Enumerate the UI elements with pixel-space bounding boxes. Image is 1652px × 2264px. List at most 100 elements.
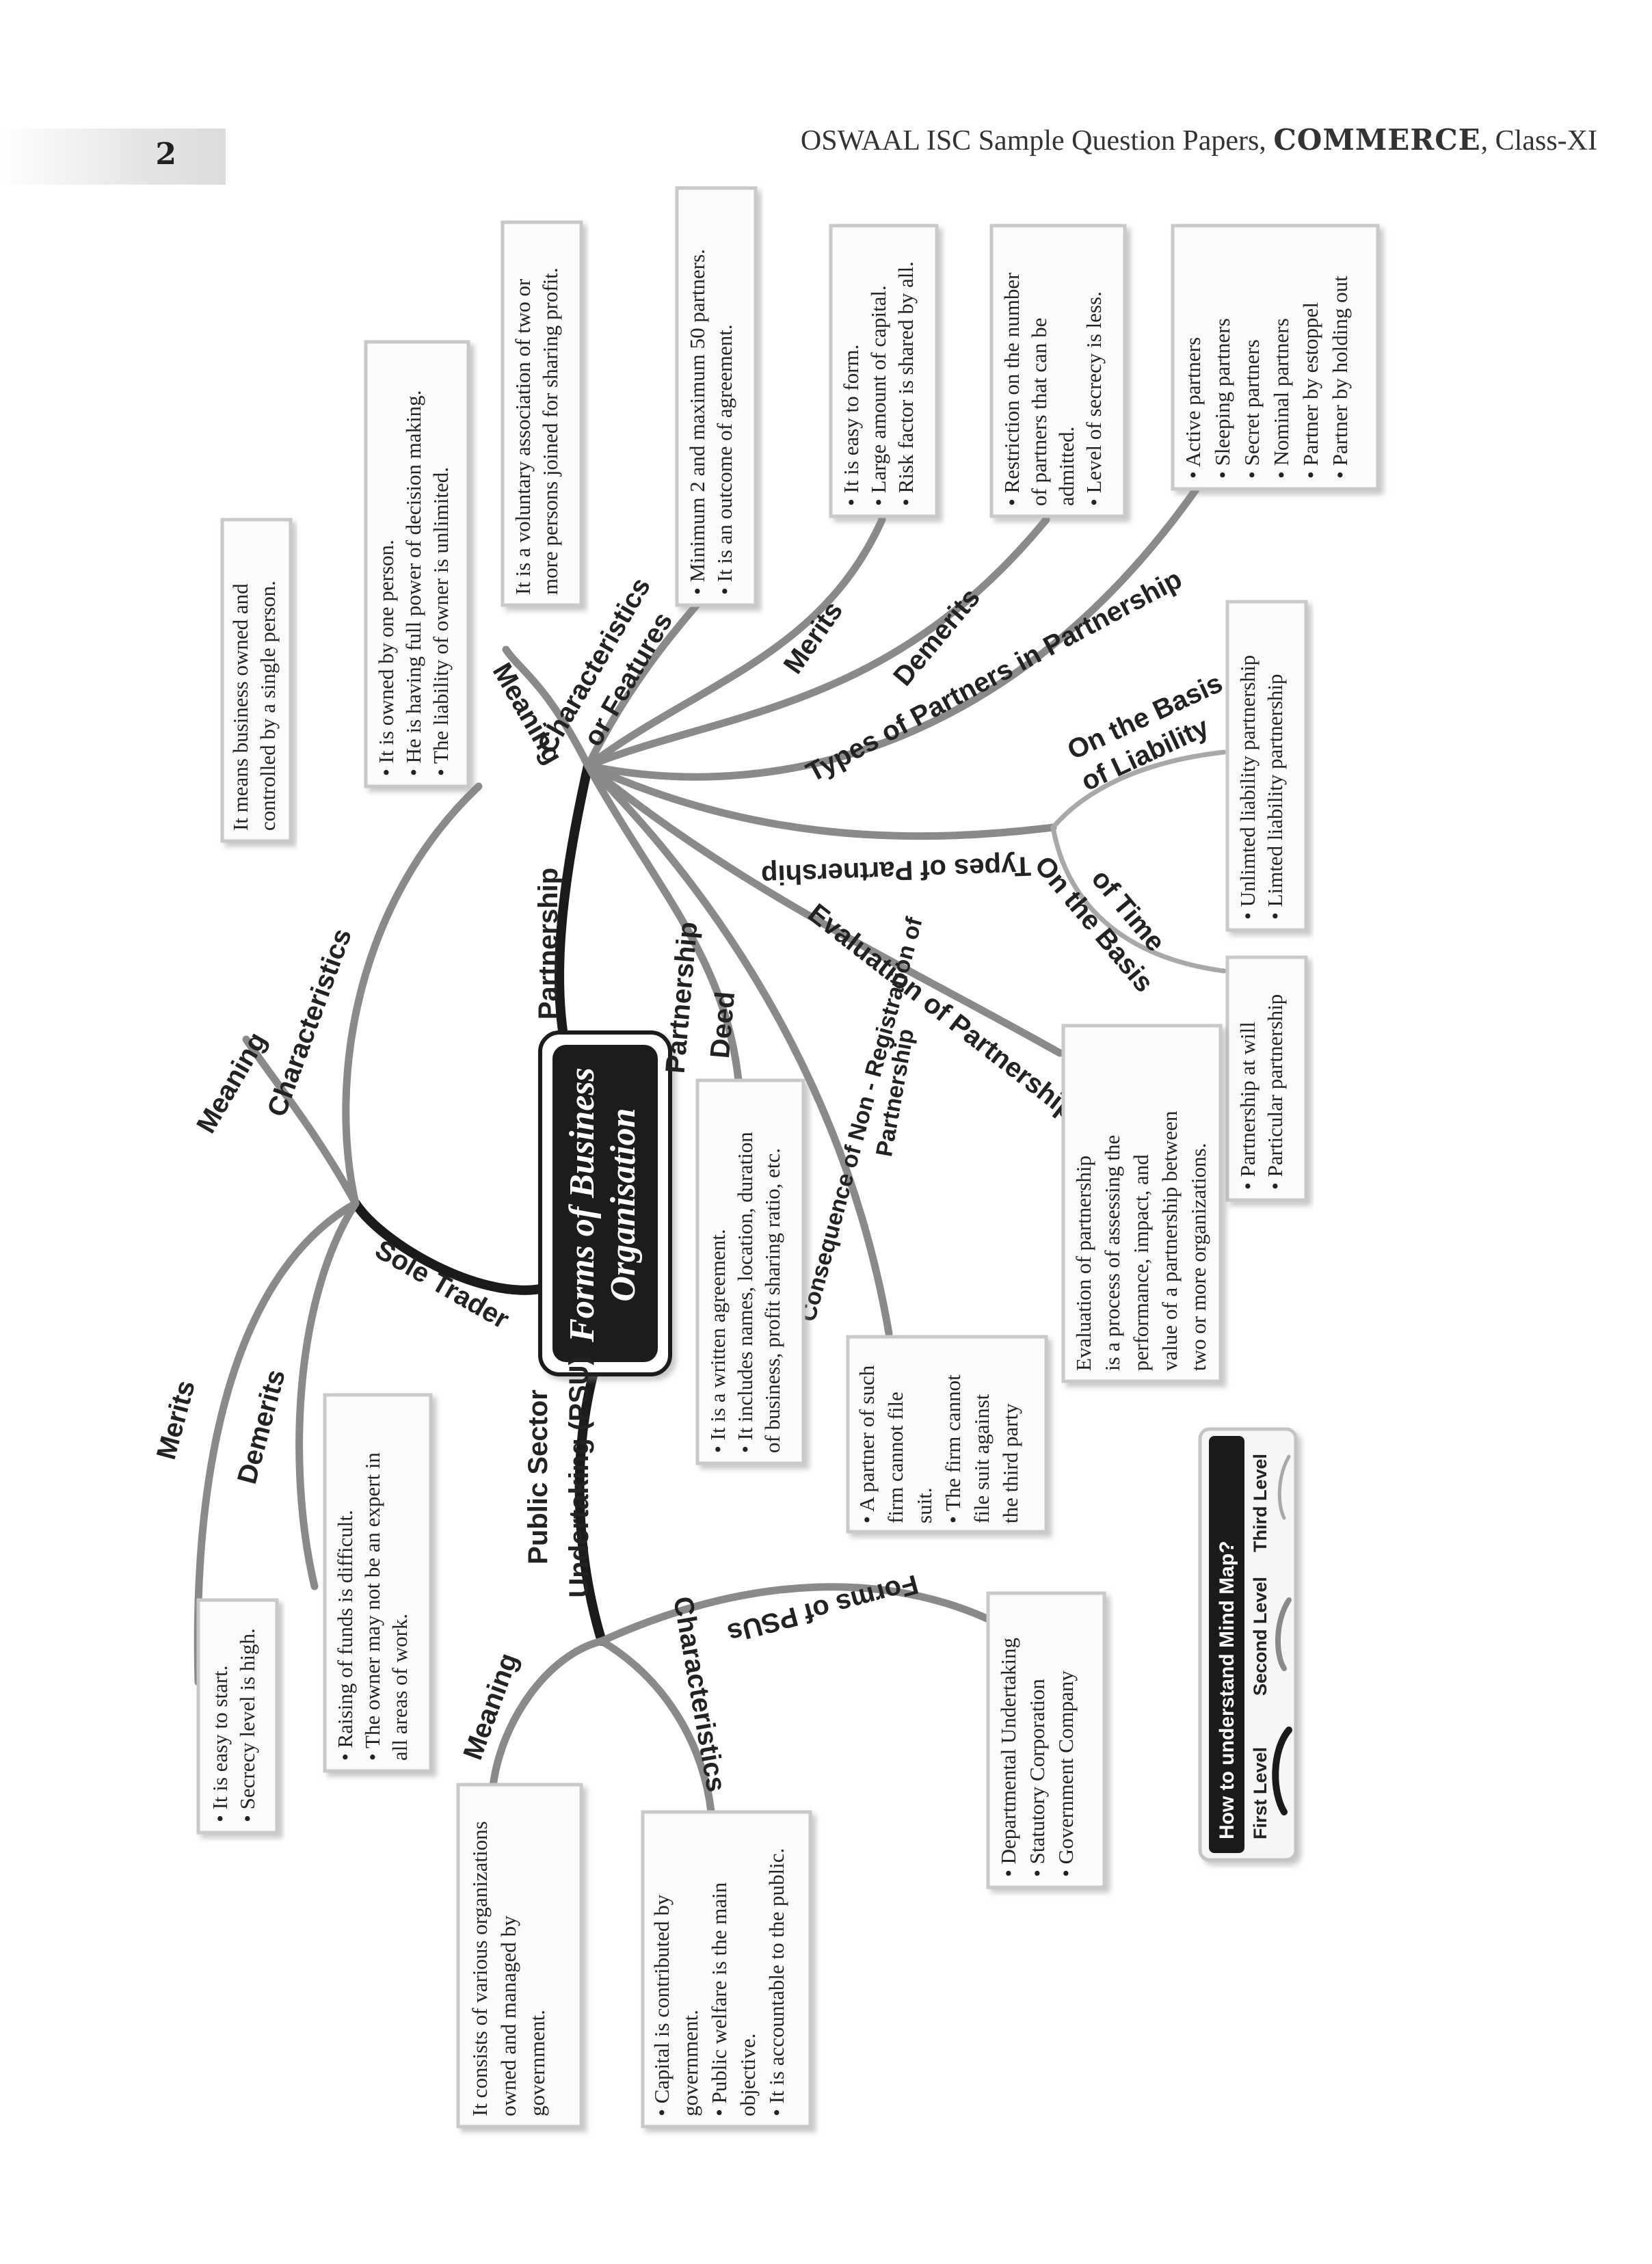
time-box [1225, 955, 1308, 1202]
evaluation-text-3: performance, impact, and [1129, 1154, 1153, 1371]
sole-meaning-box [220, 518, 293, 843]
partnership-demerits-item-2: of partners that can be [1027, 318, 1051, 506]
types-of-partners-item-6: • Partner by holding out [1328, 276, 1352, 479]
psu-characteristics-item-2: government. [678, 2010, 702, 2116]
liability-item-2: • Limted liability partnership [1263, 674, 1287, 920]
third-level-connectors [1050, 749, 1227, 974]
psu-characteristics-item-5: • It is accountable to the public. [764, 1848, 788, 2116]
types-of-partners-item-1: • Active partners [1181, 337, 1205, 479]
psu-meaning-text-2: owned and managed by [496, 1915, 520, 2116]
sole-merits-label: Merits [151, 1377, 201, 1463]
sole-meaning-text-1: It means business owned and [228, 583, 252, 831]
sole-merits-item-2: • Secrecy level is high. [235, 1628, 259, 1822]
psu-characteristics-item-1: • Capital is contributed by [650, 1894, 674, 2116]
sole-merits-item-1: • It is easy to start. [208, 1665, 232, 1822]
sole-demerits-item-1: • Raising of funds is difficult. [333, 1510, 357, 1761]
psu-forms-item-3: • Government Company [1054, 1670, 1078, 1877]
psu-characteristics-branch [598, 1637, 715, 1816]
psu-label-line1: Public Sector [523, 1389, 553, 1564]
types-of-partnership-label: Types of Partnership [760, 851, 1031, 890]
partnership-demerits-box [989, 224, 1127, 518]
header-suffix: , Class-XI [1480, 125, 1597, 157]
running-header: OSWAAL ISC Sample Question Papers, COMME… [801, 123, 1597, 157]
deed-box [695, 1078, 805, 1465]
partnership-demerits-item-1: • Restriction on the number [1000, 272, 1024, 506]
sole-characteristics-item-2: • He is having full power of decision ma… [401, 390, 425, 776]
consequence-branch [584, 762, 893, 1337]
psu-meaning-box [456, 1783, 583, 2129]
partnership-merits-branch [584, 516, 886, 770]
deed-branch [584, 762, 743, 1084]
sole-meaning-text-2: controlled by a single person. [256, 581, 280, 831]
legend-second-level: Second Level [1250, 1577, 1270, 1696]
partnership-merits-item-1: • It is easy to form. [839, 345, 863, 506]
sole-merits-box [196, 1598, 279, 1835]
central-title-line2: Organisation [604, 1108, 643, 1301]
sole-characteristics-box [364, 340, 470, 788]
legend-third-level-swatch [1277, 1454, 1291, 1520]
sole-meaning-branch [242, 1035, 360, 1208]
sole-demerits-box [323, 1393, 433, 1773]
central-title-line1: Forms of Business [563, 1067, 602, 1343]
psu-forms-label: Forms of PSUs [724, 1569, 921, 1649]
consequence-item-5: file suit against [970, 1394, 994, 1523]
consequence-label-1: Consequence of Non - Registration of [795, 914, 928, 1324]
psu-forms-branch [598, 1583, 996, 1645]
consequence-item-4: • The firm cannot [941, 1374, 965, 1523]
partnership-characteristics-item-2: • It is an outcome of agreement. [712, 324, 736, 595]
deed-item-1: • It is a written agreement. [706, 1229, 730, 1453]
types-of-partners-item-4: • Nominal partners [1269, 318, 1293, 479]
legend: How to understand Mind Map? First Level … [1198, 1427, 1298, 1862]
second-level-connectors [194, 475, 1208, 1816]
legend-second-level-swatch [1275, 1597, 1292, 1671]
evaluation-text-5: two or more organizations. [1186, 1143, 1210, 1371]
legend-first-level-swatch [1272, 1727, 1292, 1815]
partnership-label: Partnership [533, 868, 563, 1020]
header-prefix: OSWAAL ISC Sample Question Papers, [800, 125, 1274, 157]
psu-branch [574, 1363, 607, 1646]
types-of-partners-item-2: • Sleeping partners [1210, 318, 1234, 479]
partnership-demerits-item-3: admitted. [1054, 427, 1078, 506]
page-number: 2 [155, 137, 176, 172]
psu-forms-item-2: • Statutory Corporation [1025, 1679, 1049, 1877]
central-node [538, 1030, 672, 1376]
partnership-merits-box [829, 224, 939, 518]
evaluation-text-2: is a process of assessing the [1100, 1135, 1124, 1371]
psu-characteristics-label: Characteristics [667, 1595, 732, 1794]
types-of-partners-item-3: • Secret partners [1240, 339, 1264, 479]
evaluation-box [1061, 1024, 1223, 1383]
liability-box [1225, 600, 1308, 932]
legend-first-level: First Level [1250, 1747, 1270, 1839]
consequence-item-2: firm cannot file [883, 1391, 907, 1523]
header-subject: COMMERCE [1273, 123, 1481, 157]
psu-meaning-text-3: government. [525, 2010, 549, 2116]
deed-label-2: Deed [705, 990, 741, 1059]
time-connector [1050, 825, 1227, 974]
legend-third-level: Third Level [1250, 1454, 1270, 1552]
time-item-1: • Partnership at will [1236, 1022, 1260, 1190]
deed-item-3: of business, profit sharing ratio, etc. [760, 1148, 784, 1453]
types-of-partners-item-5: • Partner by estoppel [1298, 302, 1322, 479]
psu-meaning-text-1: It consists of various organizations [468, 1821, 492, 2116]
consequence-item-1: • A partner of such [855, 1365, 879, 1523]
sole-merits-branch [194, 1199, 360, 1686]
evaluation-label: Evaluation of Partnership [803, 898, 1082, 1126]
sole-demerits-label: Demerits [232, 1366, 291, 1487]
sole-characteristics-item-3: • The liability of owner is unlimited. [429, 467, 453, 776]
psu-label-line2: Undertaking (PSU) [564, 1356, 594, 1597]
psu-characteristics-box [641, 1810, 812, 2129]
psu-characteristics-item-4: objective. [736, 2034, 760, 2116]
psu-characteristics-item-3: • Public welfare is the main [707, 1882, 731, 2116]
sole-trader-branch [351, 1199, 545, 1295]
partnership-characteristics-box [675, 186, 758, 607]
legend-title: How to understand Mind Map? [1216, 1541, 1238, 1839]
evaluation-text-4: value of a partnership between [1158, 1110, 1182, 1371]
partnership-demerits-item-4: • Level of secrecy is less. [1082, 291, 1106, 506]
types-of-partnership-branch [584, 762, 1057, 840]
types-of-partners-branch [584, 475, 1208, 781]
liability-connector [1050, 749, 1227, 830]
sole-meaning-label: Meaning [191, 1027, 272, 1138]
liability-item-1: • Unlimted liability partnership [1236, 655, 1260, 920]
psu-meaning-branch [488, 1637, 606, 1796]
